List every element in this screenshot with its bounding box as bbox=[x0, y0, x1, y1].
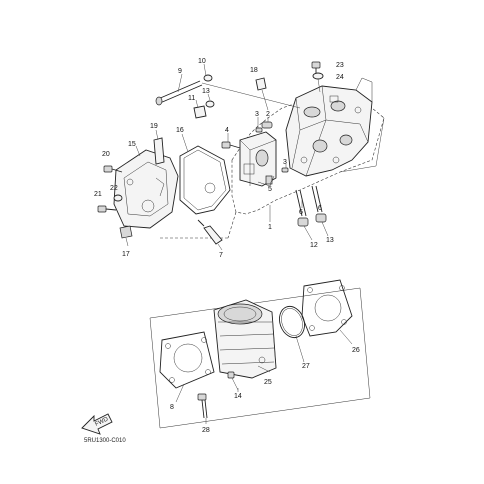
callout-9: 9 bbox=[178, 68, 182, 75]
callout-11: 11 bbox=[188, 95, 195, 102]
fwd-label: FWD bbox=[94, 416, 110, 427]
cylinder-head-cover[interactable] bbox=[113, 149, 179, 229]
callout-24: 24 bbox=[336, 74, 344, 81]
callout-3a: 3 bbox=[255, 111, 259, 118]
bolt-4[interactable] bbox=[221, 141, 241, 149]
callout-8: 8 bbox=[170, 404, 174, 411]
small-fitting-3a[interactable] bbox=[255, 127, 263, 133]
washer-10[interactable] bbox=[203, 74, 213, 82]
plug-5[interactable] bbox=[265, 175, 273, 185]
callout-17: 17 bbox=[122, 251, 130, 258]
callout-6a: 6 bbox=[299, 209, 303, 216]
callout-20: 20 bbox=[102, 151, 110, 158]
stud-6a[interactable] bbox=[295, 189, 307, 217]
bolt-20[interactable] bbox=[103, 165, 123, 173]
fwd-arrow-icon: FWD bbox=[81, 413, 113, 435]
callout-23: 23 bbox=[336, 62, 344, 69]
nut-13b[interactable] bbox=[315, 213, 327, 223]
callout-19: 19 bbox=[150, 123, 158, 130]
collar-11[interactable] bbox=[193, 105, 207, 119]
callout-15: 15 bbox=[128, 141, 136, 148]
bolt-28[interactable] bbox=[197, 393, 208, 419]
callout-1: 1 bbox=[268, 224, 272, 231]
callout-6b: 6 bbox=[318, 205, 322, 212]
callout-22: 22 bbox=[110, 185, 118, 192]
leader-lines bbox=[135, 63, 353, 424]
cylinder-head[interactable] bbox=[285, 77, 373, 177]
callout-21: 21 bbox=[94, 191, 102, 198]
washer-24[interactable] bbox=[312, 72, 324, 93]
cover-gasket[interactable] bbox=[179, 145, 231, 215]
callout-2: 2 bbox=[266, 111, 270, 118]
callout-13b: 13 bbox=[326, 237, 334, 244]
camshaft-holder[interactable] bbox=[239, 131, 277, 187]
callout-18: 18 bbox=[250, 67, 258, 74]
dowel-14[interactable] bbox=[227, 371, 239, 391]
cylinder-base-gasket[interactable] bbox=[301, 279, 353, 337]
o-ring[interactable] bbox=[275, 303, 308, 341]
fitting-18[interactable] bbox=[255, 77, 269, 111]
callout-10: 10 bbox=[198, 58, 206, 65]
callout-5: 5 bbox=[268, 186, 272, 193]
stud-bolt-9[interactable] bbox=[155, 80, 301, 109]
lower-boundary bbox=[149, 287, 371, 429]
nut-12[interactable] bbox=[297, 217, 309, 227]
callout-28: 28 bbox=[202, 427, 210, 434]
dowel-pin-2[interactable] bbox=[261, 121, 273, 129]
bolt-23[interactable] bbox=[311, 61, 321, 74]
callout-26: 26 bbox=[352, 347, 360, 354]
cylinder-block[interactable] bbox=[213, 299, 277, 379]
cylinder-head-assembly bbox=[97, 61, 385, 251]
seal-13a[interactable] bbox=[205, 100, 215, 108]
bolt-21[interactable] bbox=[97, 205, 117, 213]
callout-3b: 3 bbox=[283, 159, 287, 166]
callout-12: 12 bbox=[310, 242, 318, 249]
callout-7: 7 bbox=[219, 252, 223, 259]
diagram-code: 5RU1300-C010 bbox=[84, 438, 126, 444]
spark-plug[interactable] bbox=[197, 219, 223, 251]
cylinder-assembly bbox=[149, 279, 371, 429]
callout-13a: 13 bbox=[202, 88, 210, 95]
grommet-22[interactable] bbox=[113, 194, 123, 202]
callout-4: 4 bbox=[225, 127, 229, 134]
callout-16: 16 bbox=[176, 127, 184, 134]
callout-27: 27 bbox=[302, 363, 310, 370]
callout-labels: 1 2 3 3 4 5 6 6 7 8 9 10 11 12 13 13 14 … bbox=[94, 58, 360, 434]
bracket-19[interactable] bbox=[153, 137, 165, 165]
callout-14: 14 bbox=[234, 393, 242, 400]
clip-17[interactable] bbox=[119, 225, 133, 247]
cylinder-head-gasket[interactable] bbox=[159, 331, 215, 389]
callout-25: 25 bbox=[264, 379, 272, 386]
small-fitting-3b[interactable] bbox=[281, 167, 289, 173]
